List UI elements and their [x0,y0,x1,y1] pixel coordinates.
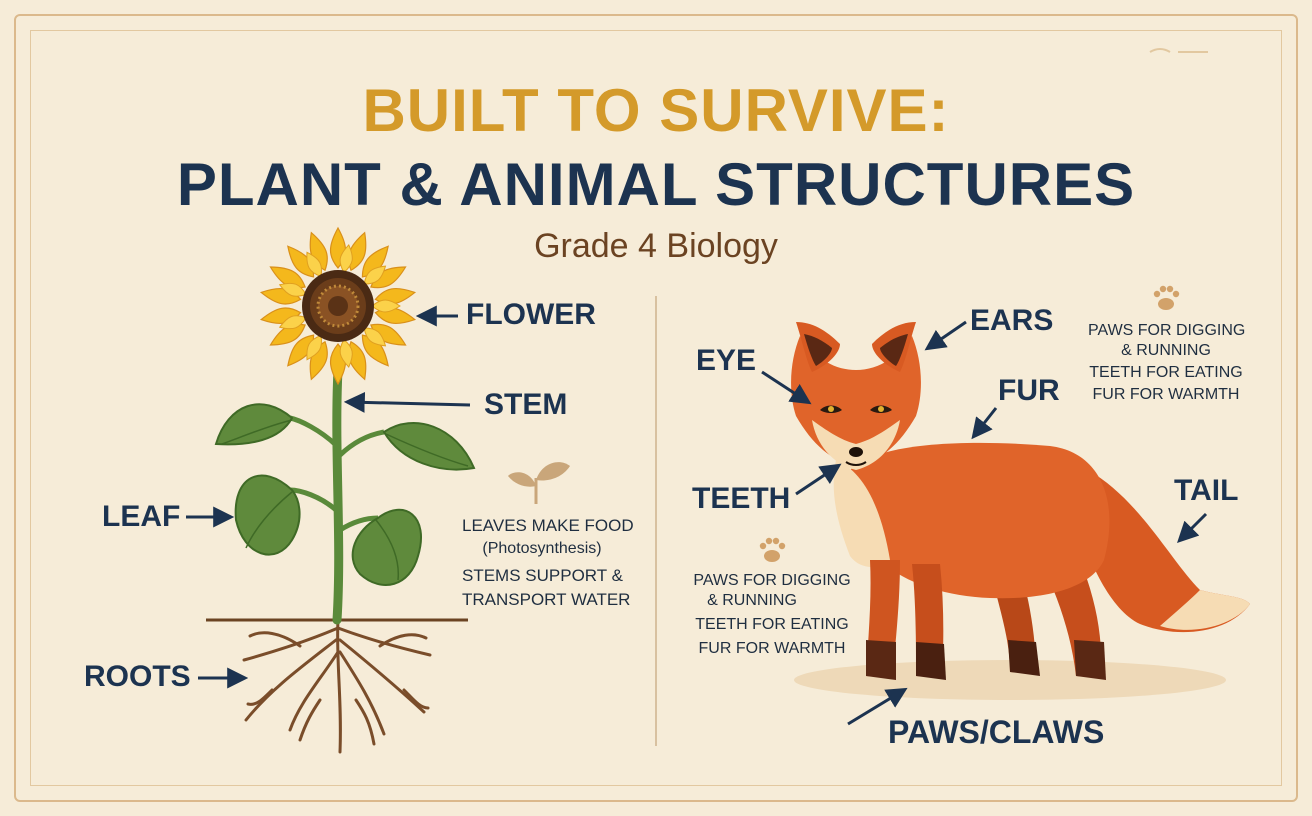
arrow-eye [761,370,812,405]
label-ears: EARS [970,304,1054,337]
arrow-ears [924,320,967,351]
outer-frame [14,14,1298,802]
label-tail: TAIL [1174,474,1239,507]
plant-note-4: TRANSPORT WATER [462,590,631,609]
label-flower: FLOWER [466,298,596,331]
title-line-2: PLANT & ANIMAL STRUCTURES [176,151,1136,218]
animal-note-left-4: FUR FOR WARMTH [698,640,846,657]
sprout-icon [508,462,570,504]
animal-note-left-1: PAWS FOR DIGGING [693,572,851,589]
arrow-paws [847,687,908,726]
plant-note-1: LEAVES MAKE FOOD [462,516,634,535]
arrow-fur [971,407,998,440]
arrow-stem [343,391,471,413]
animal-note-left-2: & RUNNING [707,592,797,609]
animal-note-top-3: TEETH FOR EATING [1089,364,1243,381]
fox-body [844,442,1110,599]
animal-note-top-2: & RUNNING [1121,342,1211,359]
sunflower-illustration [206,226,476,754]
label-roots: ROOTS [84,660,191,693]
label-paws-claws: PAWS/CLAWS [888,714,1105,750]
plant-stem [332,365,344,625]
title-line-1: BUILT TO SURVIVE: [362,77,950,144]
arrow-teeth [795,463,842,496]
animal-note-left-3: TEETH FOR EATING [695,616,849,633]
label-fur: FUR [998,374,1060,407]
animal-note-top-4: FUR FOR WARMTH [1092,386,1240,403]
center-divider [655,296,657,746]
subtitle: Grade 4 Biology [534,227,778,265]
fox-nose [849,447,863,457]
plant-note-2: (Photosynthesis) [482,540,602,557]
label-stem: STEM [484,388,568,421]
plant-note-3: STEMS SUPPORT & [462,566,623,585]
label-leaf: LEAF [102,500,181,533]
inner-frame [30,30,1282,786]
corner-flourish [1149,48,1208,53]
paw-print-icon [759,537,786,562]
sunflower-head [259,226,417,386]
label-teeth: TEETH [692,482,791,515]
label-eye: EYE [696,344,757,377]
animal-note-top-1: PAWS FOR DIGGING [1088,322,1246,339]
paw-print-icon [1153,285,1180,310]
fox-eyes [820,405,892,413]
plant-leaves [214,403,476,586]
plant-roots [242,618,432,754]
arrow-tail [1177,512,1208,543]
